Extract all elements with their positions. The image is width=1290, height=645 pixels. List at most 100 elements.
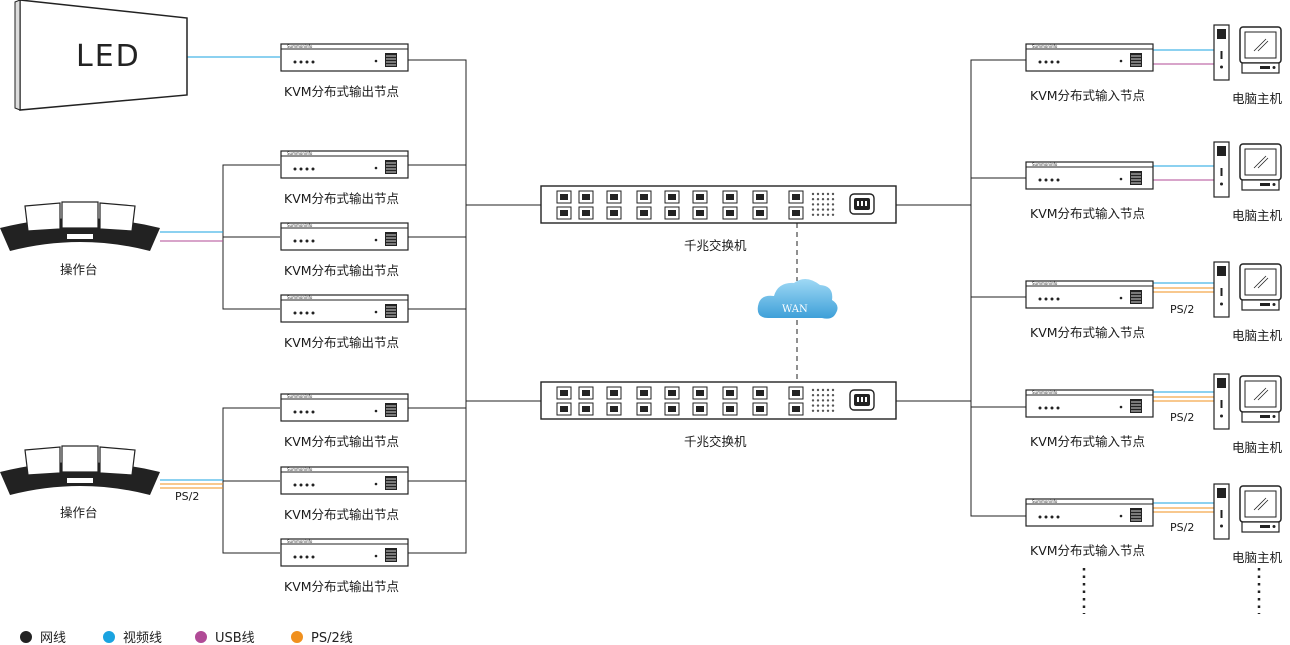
legend-swatch: [20, 631, 32, 643]
status-led: [831, 388, 835, 392]
power-dot: [374, 166, 378, 170]
status-led: [821, 404, 825, 407]
status-led: [816, 404, 820, 407]
status-led: [811, 409, 815, 412]
power-dot: [374, 59, 378, 63]
led-dot: [305, 60, 309, 64]
status-led: [816, 198, 820, 201]
led-dot: [1038, 178, 1042, 182]
ethernet-port: [752, 206, 768, 220]
ethernet-port: [664, 190, 680, 204]
input-node-label: KVM分布式输入节点: [1030, 434, 1145, 449]
led-dot: [311, 60, 315, 64]
status-led: [811, 394, 815, 397]
status-led: [816, 192, 820, 196]
led-dot: [311, 410, 315, 414]
kvm-input-node: Summoninfo: [1025, 498, 1154, 527]
led-dot: [1050, 406, 1054, 410]
status-led: [826, 409, 830, 412]
port-panel: [385, 160, 397, 174]
led-dot: [305, 410, 309, 414]
port-panel: [1130, 290, 1142, 304]
status-led: [811, 192, 815, 196]
status-led: [816, 409, 820, 412]
led-dot: [311, 483, 315, 487]
ethernet-port: [556, 206, 572, 220]
led-dot: [1038, 515, 1042, 519]
led-dot: [293, 410, 297, 414]
input-node-label: KVM分布式输入节点: [1030, 206, 1145, 221]
pc-screen: [1244, 490, 1277, 518]
status-led: [816, 394, 820, 397]
port-panel: [1130, 53, 1142, 67]
brand-label: Summoninfo: [287, 467, 313, 472]
ethernet-port: [636, 386, 652, 400]
status-led: [811, 198, 815, 201]
status-led: [811, 208, 815, 211]
brand-label: Summoninfo: [287, 151, 313, 156]
led-dot: [1044, 178, 1048, 182]
led-dot: [293, 555, 297, 559]
led-dot: [305, 555, 309, 559]
power-dot: [374, 554, 378, 558]
console-label: 操作台: [60, 505, 98, 520]
status-led: [811, 213, 815, 216]
led-dot: [305, 239, 309, 243]
ethernet-port: [606, 386, 622, 400]
status-led: [826, 399, 830, 402]
ethernet-port: [556, 386, 572, 400]
brand-label: Summoninfo: [1032, 499, 1058, 504]
status-led: [821, 203, 825, 206]
port-panel: [1130, 399, 1142, 413]
monitor-center: [61, 201, 99, 229]
ethernet-port: [722, 402, 738, 416]
pc-screen: [1244, 31, 1277, 59]
power-dot: [1119, 405, 1123, 409]
legend-label: PS/2线: [311, 631, 353, 645]
led-dot: [1056, 406, 1060, 410]
operator-console: [0, 445, 160, 495]
power-dot: [1119, 296, 1123, 300]
monitor-left: [24, 202, 61, 232]
output-node-label: KVM分布式输出节点: [284, 507, 399, 522]
led-dot: [305, 311, 309, 315]
status-led: [831, 404, 835, 407]
led-dot: [1044, 406, 1048, 410]
led-dot: [293, 60, 297, 64]
legend-swatch: [291, 631, 303, 643]
wan-label: WAN: [782, 304, 808, 315]
ethernet-port: [664, 402, 680, 416]
led-dot: [1056, 178, 1060, 182]
led-dot: [1050, 515, 1054, 519]
input-node-label: KVM分布式输入节点: [1030, 543, 1145, 558]
status-led: [831, 192, 835, 196]
led-dot: [1038, 297, 1042, 301]
led-dot: [299, 167, 303, 171]
ethernet-port: [722, 206, 738, 220]
power-socket: [849, 389, 875, 411]
status-led: [826, 192, 830, 196]
ps2-label: PS/2: [1170, 303, 1194, 316]
ethernet-port: [556, 190, 572, 204]
power-dot: [1119, 514, 1123, 518]
led-dot: [1044, 515, 1048, 519]
status-led: [816, 399, 820, 402]
led-dot: [311, 311, 315, 315]
led-dot: [311, 239, 315, 243]
status-led: [831, 394, 835, 397]
ethernet-port: [578, 206, 594, 220]
operator-console: [0, 201, 160, 251]
led-dot: [1044, 60, 1048, 64]
status-led: [826, 213, 830, 216]
led-dot: [1038, 406, 1042, 410]
led-dot: [311, 555, 315, 559]
status-led: [821, 208, 825, 211]
led-dot: [311, 167, 315, 171]
status-led: [831, 213, 835, 216]
monitor-right: [99, 202, 136, 232]
power-dot: [374, 310, 378, 314]
ethernet-port: [752, 190, 768, 204]
ethernet-port: [722, 190, 738, 204]
status-led: [831, 203, 835, 206]
kvm-output-node: Summoninfo: [280, 43, 409, 72]
